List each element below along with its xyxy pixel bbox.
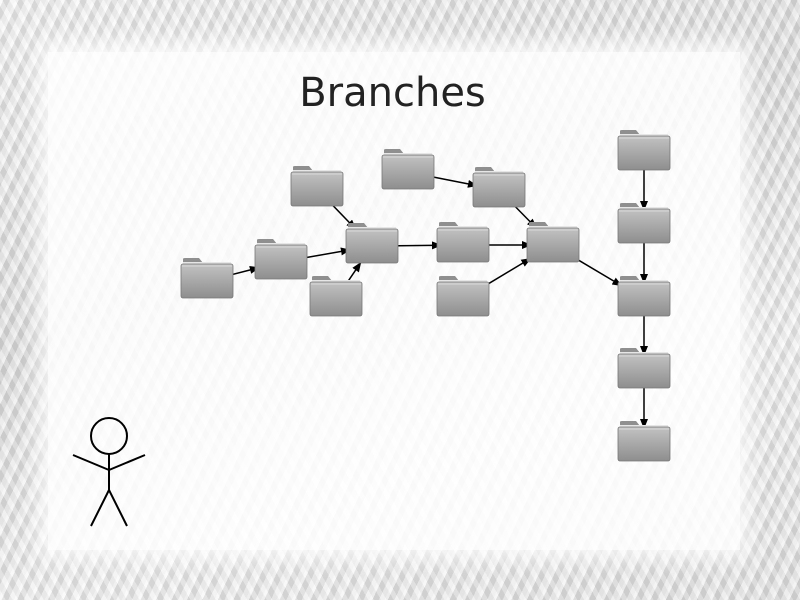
- folder-icon: [617, 203, 671, 244]
- folder-icon: [180, 258, 234, 299]
- folder-icon: [617, 348, 671, 389]
- folder-icon: [617, 130, 671, 171]
- slide-title: Branches: [299, 70, 486, 116]
- folder-icon: [345, 223, 399, 264]
- folder-icon: [526, 222, 580, 263]
- folder-icon: [617, 421, 671, 462]
- folder-icon: [472, 167, 526, 208]
- nodes-layer: [180, 130, 671, 462]
- folder-icon: [436, 222, 490, 263]
- folder-icon: [290, 166, 344, 207]
- stick-figure-icon: [72, 417, 146, 527]
- folder-icon: [381, 149, 435, 190]
- folder-icon: [617, 276, 671, 317]
- folder-icon: [309, 276, 363, 317]
- folder-icon: [436, 276, 490, 317]
- edges-layer: [223, 163, 648, 429]
- folder-icon: [254, 239, 308, 280]
